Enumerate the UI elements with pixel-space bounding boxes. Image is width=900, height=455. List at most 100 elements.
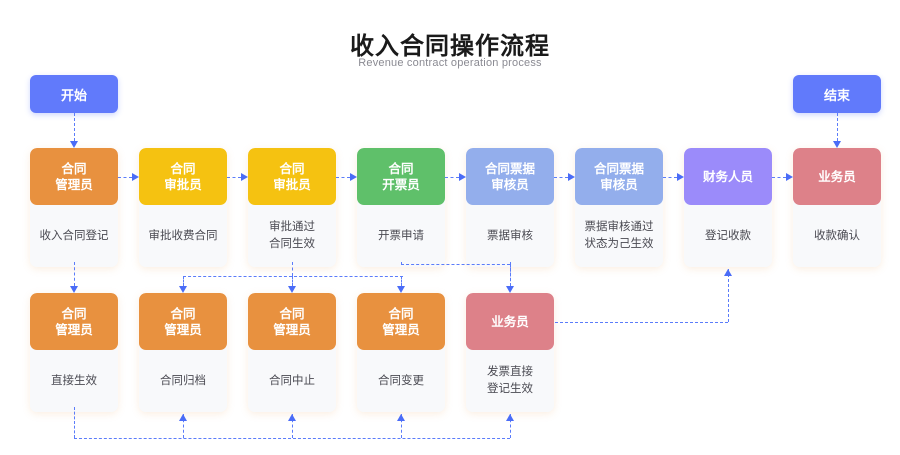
card-task-body: 票据审核通过状态为己生效	[575, 205, 663, 267]
card-role-line: 审核员	[600, 177, 638, 192]
terminator-label: 结束	[823, 87, 850, 103]
process-card-r2c1[interactable]: 合同管理员直接生效	[30, 293, 118, 412]
page-subtitle: Revenue contract operation process	[358, 57, 542, 69]
edge-r1c3-drop	[292, 262, 293, 276]
arrow-r1c6-to-r1c7	[677, 172, 684, 181]
page-title: 收入合同操作流程	[350, 33, 550, 60]
edge-r1c1-to-r2c1	[74, 262, 75, 286]
edge-r1c2-to-r1c3	[227, 177, 241, 178]
card-task-body: 合同归档	[139, 350, 227, 412]
card-role-line: 业务员	[818, 169, 856, 184]
card-task-line: 合同归档	[160, 374, 206, 387]
card-task-line: 票据审核	[487, 229, 533, 242]
card-task-body: 登记收款	[684, 205, 772, 267]
card-task-line: 开票申请	[378, 229, 424, 242]
terminator-start[interactable]: 开始	[30, 75, 118, 113]
card-role-line: 业务员	[491, 314, 529, 329]
arrow-r1c2-to-r1c3	[241, 172, 248, 181]
edge-bus-to-r2c3	[292, 276, 293, 286]
card-role-line: 合同	[388, 161, 414, 176]
arrow-r1c1-to-r2c1	[69, 286, 78, 293]
process-card-r2c5[interactable]: 业务员发票直接登记生效	[466, 293, 554, 412]
arrow-end-to-r1c8	[832, 141, 841, 148]
arrow-r2c5-to-r1c7	[723, 269, 732, 276]
arrow-r1c3-to-r1c4	[350, 172, 357, 181]
card-task-line: 合同生效	[269, 238, 315, 250]
card-role-header: 合同管理员	[30, 293, 118, 350]
process-card-r2c2[interactable]: 合同管理员合同归档	[139, 293, 227, 412]
terminator-end[interactable]: 结束	[793, 75, 881, 113]
card-role-header: 业务员	[793, 148, 881, 205]
card-role-line: 管理员	[55, 177, 93, 192]
process-card-r1c6[interactable]: 合同票据审核员票据审核通过状态为己生效	[575, 148, 663, 267]
card-role-header: 合同开票员	[357, 148, 445, 205]
arrow-bus-to-r2c5	[505, 286, 514, 293]
card-role-line: 合同	[170, 306, 196, 321]
card-role-header: 合同票据审核员	[466, 148, 554, 205]
card-task-body: 收入合同登记	[30, 205, 118, 267]
edge-bus-to-r2c2	[183, 276, 184, 286]
card-role-line: 合同	[388, 306, 414, 321]
edge-bottom-bus-up-4	[401, 414, 402, 438]
card-role-line: 管理员	[273, 322, 311, 337]
process-card-r1c4[interactable]: 合同开票员开票申请	[357, 148, 445, 267]
card-role-header: 财务人员	[684, 148, 772, 205]
arrow-bus-to-r2c4	[396, 286, 405, 293]
arrow-bus-to-r2c3	[287, 286, 296, 293]
edge-r2c1-drop	[74, 407, 75, 438]
card-role-line: 审批员	[273, 177, 311, 192]
process-card-r1c7[interactable]: 财务人员登记收款	[684, 148, 772, 267]
edge-bottom-bus	[74, 438, 510, 439]
edge-bottom-bus-up-3	[292, 414, 293, 438]
edge-r1c4-drop	[401, 262, 402, 264]
card-task-body: 票据审核	[466, 205, 554, 267]
process-card-r2c4[interactable]: 合同管理员合同变更	[357, 293, 445, 412]
card-task-line: 直接生效	[51, 374, 97, 387]
edge-r1c1-to-r1c2	[118, 177, 132, 178]
card-role-line: 审批员	[164, 177, 202, 192]
edge-start-to-r1c1	[74, 113, 75, 141]
card-role-header: 合同管理员	[357, 293, 445, 350]
card-role-header: 合同管理员	[30, 148, 118, 205]
card-task-body: 合同变更	[357, 350, 445, 412]
card-role-line: 合同	[61, 161, 87, 176]
process-card-r2c3[interactable]: 合同管理员合同中止	[248, 293, 336, 412]
card-task-line: 合同中止	[269, 374, 315, 387]
edge-r1c7-to-r1c8	[772, 177, 786, 178]
process-card-r1c8[interactable]: 业务员收款确认	[793, 148, 881, 267]
card-task-body: 直接生效	[30, 350, 118, 412]
card-role-line: 财务人员	[702, 169, 753, 184]
card-task-line: 登记收款	[705, 229, 751, 242]
edge-bus-to-r2c4	[401, 276, 402, 286]
card-role-line: 合同	[61, 306, 87, 321]
edge-bus-upper	[401, 264, 510, 265]
arrow-bottom-bus-up-5	[505, 414, 514, 421]
edge-r1c5-to-r2c5	[510, 262, 511, 286]
card-task-line: 收入合同登记	[39, 229, 109, 242]
card-task-body: 发票直接登记生效	[466, 350, 554, 412]
process-card-r1c2[interactable]: 合同审批员审批收费合同	[139, 148, 227, 267]
card-role-line: 管理员	[382, 322, 420, 337]
card-task-body: 审批收费合同	[139, 205, 227, 267]
process-card-r1c5[interactable]: 合同票据审核员票据审核	[466, 148, 554, 267]
edge-r1c6-to-r1c7	[663, 177, 677, 178]
process-card-r1c1[interactable]: 合同管理员收入合同登记	[30, 148, 118, 267]
edge-r1c3-to-r1c4	[336, 177, 350, 178]
card-role-header: 合同票据审核员	[575, 148, 663, 205]
process-card-r1c3[interactable]: 合同审批员审批通过合同生效	[248, 148, 336, 267]
card-task-line: 登记生效	[487, 383, 533, 395]
card-task-line: 票据审核通过	[584, 221, 654, 233]
card-role-line: 合同	[279, 161, 305, 176]
card-role-line: 合同票据	[593, 161, 644, 176]
terminator-label: 开始	[60, 87, 87, 103]
arrow-r1c4-to-r1c5	[459, 172, 466, 181]
card-task-body: 审批通过合同生效	[248, 205, 336, 267]
arrow-r1c7-to-r1c8	[786, 172, 793, 181]
edge-bus-lower	[183, 276, 403, 277]
card-task-line: 审批收费合同	[148, 229, 218, 242]
edge-r2c5-up-to-r1c7	[728, 269, 729, 322]
card-role-line: 管理员	[164, 322, 202, 337]
arrow-start-to-r1c1	[69, 141, 78, 148]
card-role-header: 合同审批员	[139, 148, 227, 205]
